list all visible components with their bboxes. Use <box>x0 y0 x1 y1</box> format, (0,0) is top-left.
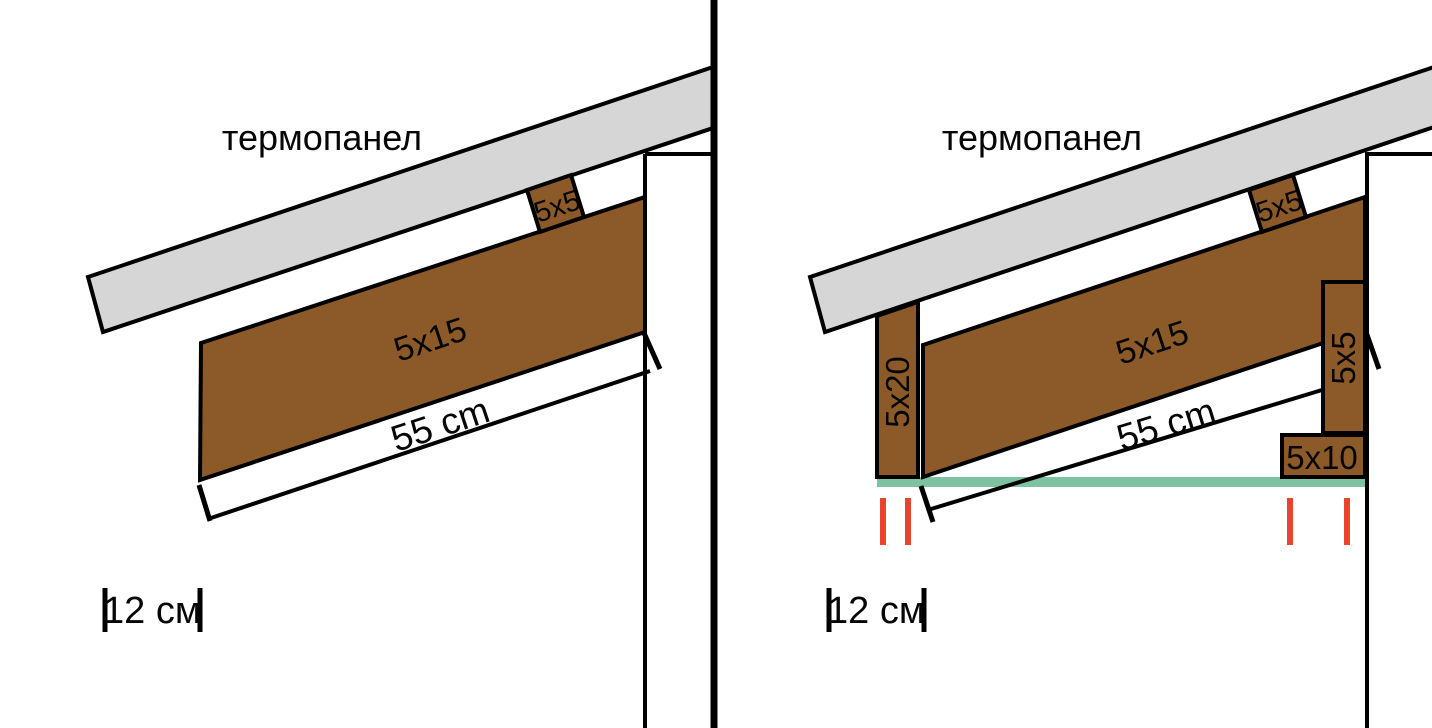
spacer-5x5 <box>524 172 587 235</box>
offset-label: 12 см <box>103 590 201 632</box>
spacer-5x5 <box>1246 172 1309 235</box>
diagram-left: термопанел 5x15 5x5 55 cm 12 см <box>85 64 717 728</box>
batten-label: 5x5 <box>1325 331 1362 384</box>
thermopanel-label: термопанел <box>942 117 1142 158</box>
dim-tick-left <box>918 485 936 523</box>
dim-tick-left <box>196 484 213 522</box>
batten-5x5 <box>1321 280 1367 435</box>
soffit-strip <box>877 477 1366 487</box>
block-label: 5x10 <box>1286 439 1358 476</box>
post-label: 5x20 <box>879 356 916 428</box>
beam-5x15 <box>197 194 647 483</box>
dim-tick-right <box>1363 331 1382 370</box>
diagram-right: термопанел 5x15 5x5 5x20 5x5 5x10 55 cm … <box>807 65 1432 728</box>
dim-line-55cm <box>210 369 651 520</box>
block-5x10 <box>1280 433 1367 479</box>
thermopanel-panel <box>807 65 1432 335</box>
dim-tick-right <box>641 331 663 371</box>
thermopanel-label: термопанел <box>222 117 422 158</box>
post-5x20 <box>875 299 920 479</box>
offset-label: 12 см <box>827 590 925 632</box>
dim-line-55cm <box>930 388 1323 511</box>
